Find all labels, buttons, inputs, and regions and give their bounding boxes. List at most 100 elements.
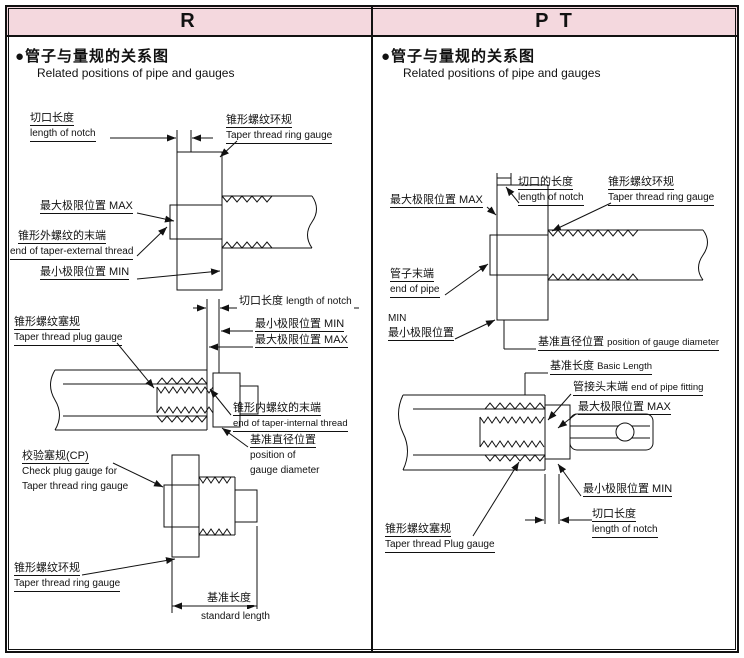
leader-line — [505, 186, 520, 204]
label-en: position of gauge diameter — [607, 337, 720, 348]
label-cn: 校验塞规(CP) — [22, 450, 89, 464]
pt-diagram — [398, 173, 708, 537]
label-basic-length: 基准长度 Basic Length — [550, 359, 652, 375]
label-en: length of notch — [518, 191, 584, 206]
thread-zigzag — [479, 416, 545, 424]
label-en: standard length — [201, 611, 270, 622]
panel-pt-title: ●管子与量规的关系图 — [381, 48, 536, 65]
leader-line — [116, 342, 155, 389]
label-cn: 锥形外螺纹的末端 — [18, 230, 106, 244]
thread-zigzag — [484, 454, 546, 462]
label-cn: 切口长度 — [239, 295, 283, 307]
pt-ring-gauge-assembly — [444, 173, 708, 395]
panel-r-title: ●管子与量规的关系图 — [15, 48, 170, 65]
plug-gauge-handle — [569, 413, 654, 451]
label-cn: 管接头末端 — [573, 381, 628, 393]
label-en: Taper thread ring gauge — [226, 129, 333, 144]
r-diagram — [50, 130, 359, 613]
label-cn: 基准直径位置 — [538, 336, 604, 348]
leader-line — [454, 319, 496, 340]
label-internal-thread-end: 锥形内螺纹的末端 end of taper-internal thread — [233, 401, 348, 432]
pipe-break-line — [398, 394, 408, 471]
thread-zigzag — [198, 528, 232, 536]
label-cn: 切口长度 — [592, 508, 636, 522]
label-cn: 锥形螺纹环规 — [14, 562, 80, 576]
label-plug-gauge: 锥形螺纹塞规 Taper thread Plug gauge — [385, 522, 495, 553]
thread-zigzag — [221, 241, 273, 249]
label-ring-gauge-bottom: 锥形螺纹环规 Taper thread ring gauge — [14, 561, 121, 592]
panel-r-subtitle: Related positions of pipe and gauges — [37, 66, 235, 80]
label-en: length of notch — [30, 127, 96, 142]
label-cn: 最大极限位置 MAX — [255, 334, 348, 348]
label-cn: 最小极限位置 — [388, 327, 454, 341]
label-group: 基准直径位置 position of gauge diameter — [538, 335, 720, 351]
label-min-position-top: 最小极限位置 MIN — [40, 265, 130, 280]
leader-line — [209, 388, 232, 416]
pt-plug-gauge-assembly — [398, 393, 654, 537]
label-standard-length-cn: 基准长度 — [205, 591, 253, 605]
plug-gauge-step — [544, 404, 571, 460]
label-external-thread-end: 锥形外螺纹的末端 end of taper-external thread — [10, 229, 134, 260]
label-en: end of pipe — [390, 283, 440, 298]
leader-line — [81, 557, 176, 576]
label-cn: 基准长度 — [550, 360, 594, 372]
leader-line — [472, 461, 520, 537]
label-gauge-diameter-position: 基准直径位置 position of gauge diameter — [250, 433, 320, 478]
label-cn: 切口的长度 — [518, 176, 573, 190]
label-cn: 管子末端 — [390, 268, 434, 282]
label-cn: 锥形螺纹环规 — [226, 114, 292, 128]
label-max-position-top: 最大极限位置 MAX — [390, 193, 483, 208]
check-plug-tip — [163, 484, 173, 528]
label-en: Taper thread ring gauge — [608, 191, 715, 206]
content-area: ●管子与量规的关系图 Related positions of pipe and… — [7, 37, 737, 651]
thread-zigzag — [156, 406, 214, 414]
pipe-tip — [489, 234, 498, 276]
label-group: 管接头末端 end of pipe fitting — [573, 380, 704, 396]
label-en: end of taper-external thread — [10, 245, 134, 260]
label-en: Taper thread ring gauge — [14, 577, 121, 592]
label-en: Taper thread ring gauge — [22, 481, 129, 492]
label-ring-gauge: 锥形螺纹环规 Taper thread ring gauge — [608, 175, 715, 206]
leader-line — [486, 206, 497, 216]
label-en: length of notch — [286, 296, 352, 307]
pipe-tip — [169, 204, 178, 240]
panel-r: ●管子与量规的关系图 Related positions of pipe and… — [7, 37, 373, 651]
label-notch-length-top: 切口的长度 length of notch — [518, 175, 584, 206]
label-pipe-end: 管子末端 end of pipe — [390, 267, 440, 298]
label-notch-length-bottom: 切口长度 length of notch — [592, 507, 658, 538]
thread-zigzag — [547, 273, 639, 281]
label-en: MIN — [388, 313, 407, 324]
label-en: Basic Length — [597, 361, 652, 372]
plug-gauge-shank — [239, 385, 259, 415]
label-cn: 最小极限位置 MIN — [255, 318, 345, 332]
r-plug-gauge-assembly — [50, 299, 359, 448]
ring-gauge-body — [171, 454, 200, 558]
leader-line — [112, 462, 164, 488]
label-en: end of taper-internal thread — [233, 417, 348, 432]
leader-line — [547, 393, 572, 421]
label-cn: 切口长度 — [30, 112, 74, 126]
pipe-break-line — [50, 369, 60, 431]
label-group: 基准长度 Basic Length — [550, 359, 652, 375]
thread-zigzag — [484, 402, 546, 410]
label-pipe-fitting-end: 管接头末端 end of pipe fitting — [573, 380, 704, 396]
leader-line — [557, 463, 582, 497]
label-cn: 基准长度 — [207, 592, 251, 604]
panel-pt: ●管子与量规的关系图 Related positions of pipe and… — [373, 37, 737, 651]
thread-zigzag — [156, 415, 208, 423]
thread-zigzag — [156, 386, 214, 394]
thread-zigzag — [198, 476, 232, 484]
thread-zigzag — [156, 377, 208, 385]
label-en: Check plug gauge for — [22, 466, 118, 477]
label-max-position-bottom: 最大极限位置 MAX — [578, 400, 671, 415]
leader-line — [136, 226, 168, 257]
plug-gauge-body — [212, 372, 241, 428]
handle-hole — [615, 422, 635, 442]
pipe-break-line — [307, 195, 317, 249]
label-en: end of pipe fitting — [631, 382, 704, 393]
label-en: Taper thread Plug gauge — [385, 538, 495, 553]
thread-zigzag — [221, 195, 273, 203]
r-ring-gauge-assembly — [110, 130, 317, 291]
ring-gauge-body — [496, 184, 549, 321]
label-max-position-top: 最大极限位置 MAX — [40, 199, 133, 214]
